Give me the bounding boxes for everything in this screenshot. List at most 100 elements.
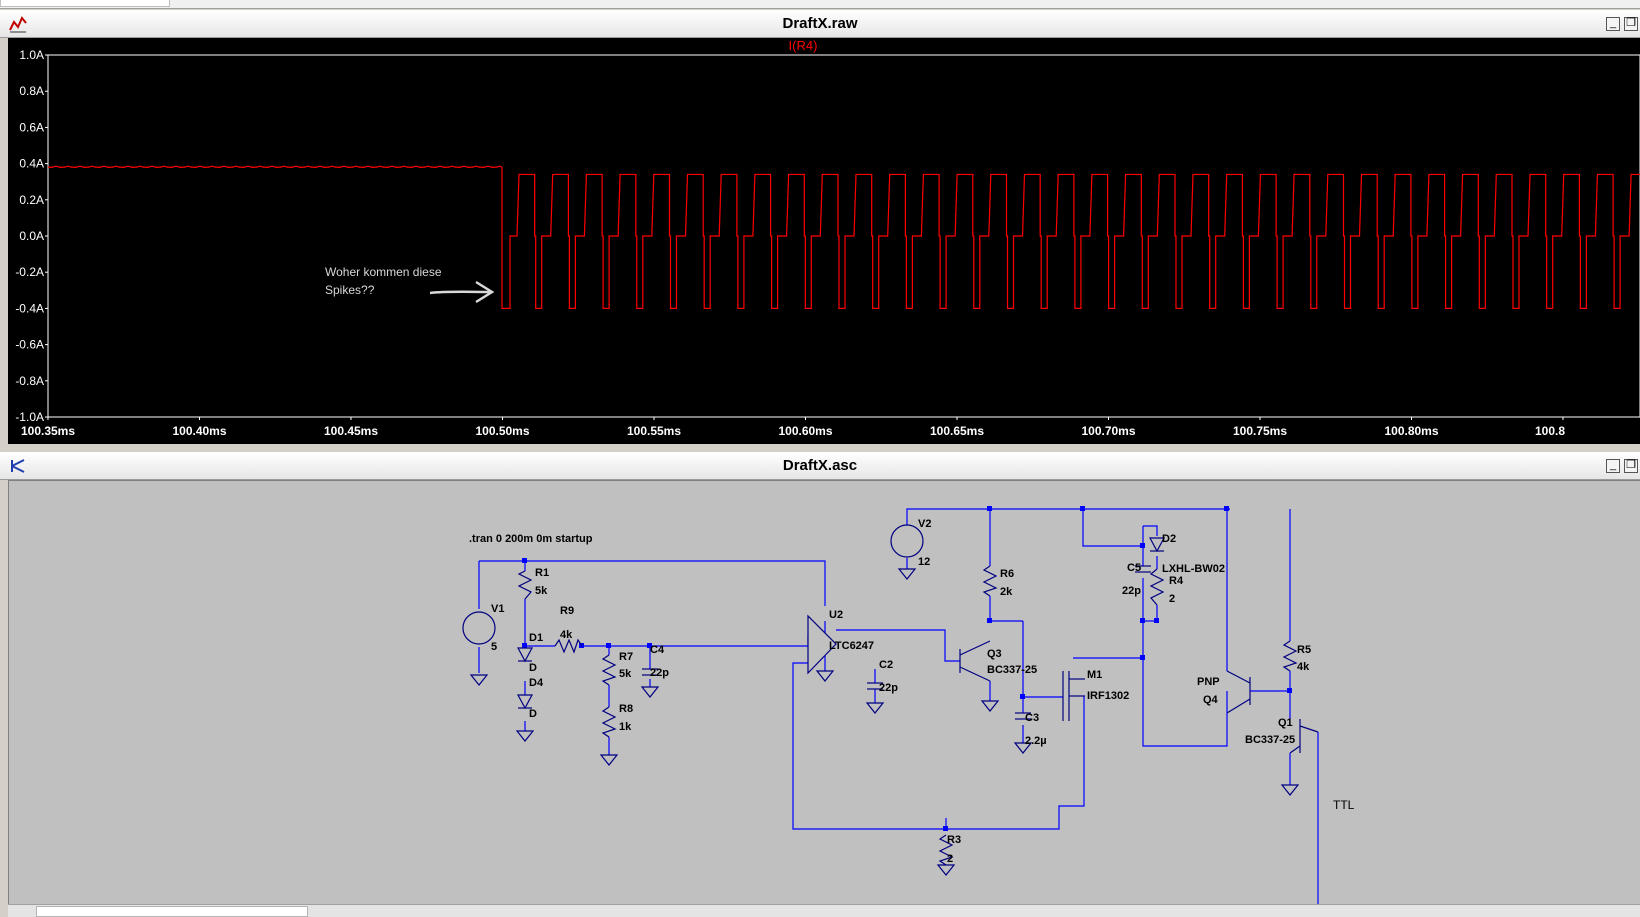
mdi-tab-strip [0, 0, 1640, 9]
y-tick-label: -0.4A [15, 301, 44, 315]
d4-name: D4 [529, 677, 544, 689]
waveform-plot[interactable]: I(R4) 1.0A 0.8A 0.6A 0.4A 0.2A 0.0A -0.2A -0.4A… [8, 38, 1640, 444]
waveform-title: DraftX.raw [782, 15, 858, 32]
x-tick-label: 100.65ms [930, 424, 984, 438]
r7-value: 5k [619, 668, 632, 680]
r6-resistor [982, 565, 998, 597]
schematic-minimize-button[interactable]: _ [1606, 459, 1620, 473]
schematic-restore-button[interactable]: ❐ [1624, 459, 1638, 473]
x-tick-label: 100.35ms [21, 424, 75, 438]
x-tick-label: 100.60ms [778, 424, 832, 438]
q1-name: Q1 [1278, 717, 1293, 729]
schematic-titlebar: DraftX.asc _ ❐ [0, 452, 1640, 480]
v2-source [890, 524, 924, 558]
minimize-button[interactable]: _ [1606, 17, 1620, 31]
r8-resistor [601, 706, 617, 738]
r4-resistor [1149, 568, 1165, 606]
c2-name: C2 [879, 659, 893, 671]
scrollbar-thumb[interactable] [36, 906, 308, 917]
d1-name: D1 [529, 632, 543, 644]
r8-name: R8 [619, 703, 633, 715]
r7-resistor [601, 654, 617, 686]
waveform-svg: I(R4) 1.0A 0.8A 0.6A 0.4A 0.2A 0.0A -0.2A -0.4A… [15, 38, 1640, 438]
d1-diode [516, 647, 534, 663]
x-tick-label: 100.80ms [1384, 424, 1438, 438]
trace-i-r4[interactable] [48, 165, 1640, 309]
r3-name: R3 [947, 834, 961, 846]
c2-value: 22p [879, 682, 898, 694]
d1-value: D [529, 662, 537, 674]
waveform-window: DraftX.raw _ ❐ I(R4) 1.0A 0.8A 0.6A 0.4A 0.2… [0, 10, 1640, 444]
x-tick-label: 100.50ms [475, 424, 529, 438]
v1-source [462, 611, 496, 645]
c3-name: C3 [1025, 712, 1039, 724]
x-tick-label: 100.45ms [324, 424, 378, 438]
q4-name: Q4 [1203, 694, 1219, 706]
u2-value: LTC6247 [829, 640, 874, 652]
restore-button[interactable]: ❐ [1624, 17, 1638, 31]
annotation-arrow [429, 280, 495, 304]
y-tick-label: -0.6A [15, 338, 44, 352]
schematic-window: DraftX.asc _ ❐ [0, 452, 1640, 917]
y-tick-label: 1.0A [19, 48, 44, 62]
junctions [522, 506, 1292, 831]
v2-name: V2 [918, 518, 931, 530]
annotation-line1: Woher kommen diese [325, 265, 442, 279]
d2-led [1148, 537, 1166, 553]
x-tick-label: 100.70ms [1081, 424, 1135, 438]
x-tick-label: 100.40ms [172, 424, 226, 438]
r5-name: R5 [1297, 644, 1311, 656]
r1-value: 5k [535, 585, 548, 597]
r3-value: 2 [947, 853, 953, 865]
u2-name: U2 [829, 609, 843, 621]
c4-value: 22p [650, 667, 669, 679]
d2-name: D2 [1162, 533, 1176, 545]
spice-directive[interactable]: .tran 0 200m 0m startup [469, 533, 593, 545]
c5-value: 22p [1122, 585, 1141, 597]
v1-value: 5 [491, 641, 497, 653]
m1-name: M1 [1087, 669, 1102, 681]
q4-type: PNP [1197, 676, 1220, 688]
r6-value: 2k [1000, 586, 1013, 598]
annotation-line2: Spikes?? [325, 283, 375, 297]
r1-resistor [517, 570, 533, 600]
d4-diode [516, 694, 534, 710]
v2-value: 12 [918, 556, 930, 568]
r9-resistor [554, 638, 583, 654]
r9-name: R9 [560, 605, 574, 617]
r4-name: R4 [1169, 575, 1184, 587]
x-tick-label: 100.8 [1535, 424, 1565, 438]
c4-name: C4 [650, 644, 665, 656]
schematic-canvas[interactable]: .tran 0 200m 0m startup V1 5 R1 5k D1 D … [8, 480, 1640, 917]
waveform-icon [9, 16, 27, 33]
mdi-tab[interactable] [0, 0, 170, 7]
r4-value: 2 [1169, 593, 1175, 605]
r3-resistor [938, 834, 954, 866]
q3-value: BC337-25 [987, 664, 1037, 676]
r9-value: 4k [560, 629, 573, 641]
ttl-label: TTL [1333, 798, 1355, 812]
x-tick-label: 100.55ms [627, 424, 681, 438]
d4-value: D [529, 708, 537, 720]
v1-name: V1 [491, 603, 504, 615]
y-tick-label: -0.8A [15, 374, 44, 388]
d2-value: LXHL-BW02 [1162, 563, 1225, 575]
y-tick-label: 0.2A [19, 193, 44, 207]
q1-value: BC337-25 [1245, 734, 1295, 746]
y-tick-label: 0.4A [19, 157, 44, 171]
horizontal-scrollbar[interactable] [8, 904, 1640, 917]
y-tick-label: 0.8A [19, 84, 44, 98]
r5-value: 4k [1297, 661, 1310, 673]
r6-name: R6 [1000, 568, 1014, 580]
y-tick-label: 0.0A [19, 229, 44, 243]
r7-name: R7 [619, 651, 633, 663]
y-tick-label: -0.2A [15, 265, 44, 279]
q3-name: Q3 [987, 648, 1002, 660]
trace-label[interactable]: I(R4) [789, 38, 818, 53]
y-tick-label: 0.6A [19, 120, 44, 134]
c5-name: C5 [1127, 562, 1141, 574]
m1-value: IRF1302 [1087, 690, 1129, 702]
schematic-title: DraftX.asc [782, 457, 858, 474]
schematic-icon [11, 459, 25, 473]
r1-name: R1 [535, 567, 549, 579]
